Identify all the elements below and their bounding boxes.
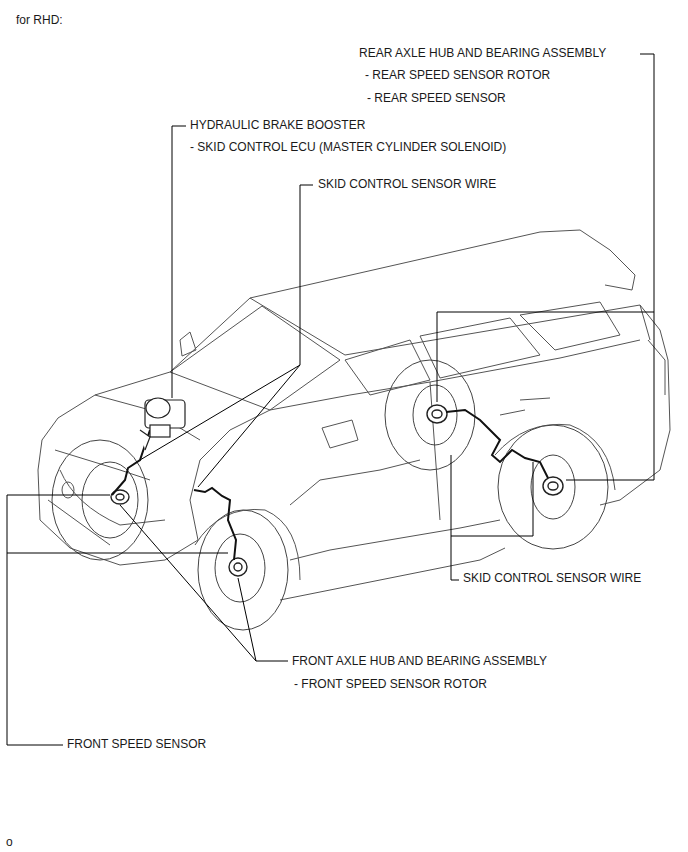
part-label: o <box>5 835 14 849</box>
speed-sensor-rotors <box>111 405 563 576</box>
brake-booster <box>140 398 185 450</box>
diagram-title: for RHD: <box>15 13 64 27</box>
sensor-wires <box>112 410 548 560</box>
part-label: - REAR SPEED SENSOR ROTOR <box>364 68 551 82</box>
part-label: - SKID CONTROL ECU (MASTER CYLINDER SOLE… <box>189 140 507 154</box>
part-label: FRONT AXLE HUB AND BEARING ASSEMBLY <box>291 654 548 668</box>
part-label: HYDRAULIC BRAKE BOOSTER <box>189 118 366 132</box>
car-body <box>38 230 670 600</box>
part-label: FRONT SPEED SENSOR <box>66 737 207 751</box>
part-label: REAR AXLE HUB AND BEARING ASSEMBLY <box>358 46 607 60</box>
part-label: SKID CONTROL SENSOR WIRE <box>462 571 642 585</box>
part-label: - FRONT SPEED SENSOR ROTOR <box>293 677 488 691</box>
wheels <box>52 360 608 630</box>
part-label: SKID CONTROL SENSOR WIRE <box>317 177 497 191</box>
leader-lines <box>7 54 654 745</box>
part-label: - REAR SPEED SENSOR <box>366 91 507 105</box>
